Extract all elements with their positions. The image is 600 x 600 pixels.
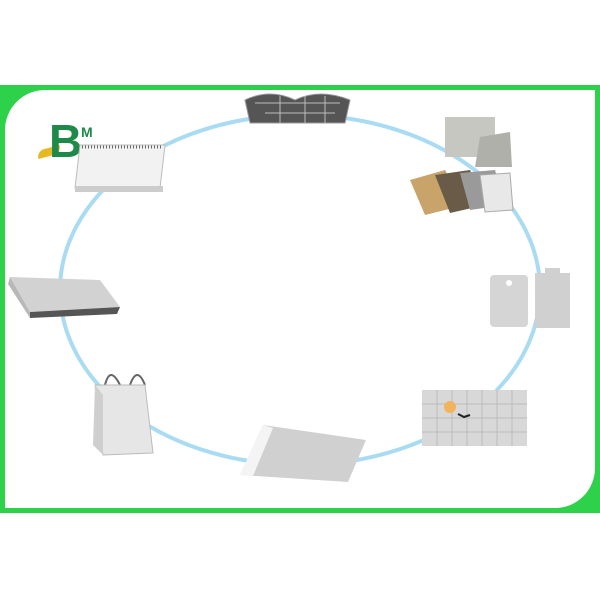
photo-frame-image xyxy=(445,117,512,167)
desk-calendar-image xyxy=(74,144,166,192)
colored-board-sheets-image xyxy=(410,170,514,215)
book-cover-image xyxy=(8,277,120,318)
company-logo: B M xyxy=(35,118,125,168)
hang-tags-image xyxy=(490,268,570,328)
paper-bag-image xyxy=(93,374,154,456)
jigsaw-puzzle-image xyxy=(422,390,527,446)
chocolate-box-image xyxy=(244,93,351,124)
logo-letter-b: B xyxy=(49,115,83,167)
logo-letter-m: M xyxy=(81,124,93,140)
grey-board-sheet-image xyxy=(240,425,366,482)
